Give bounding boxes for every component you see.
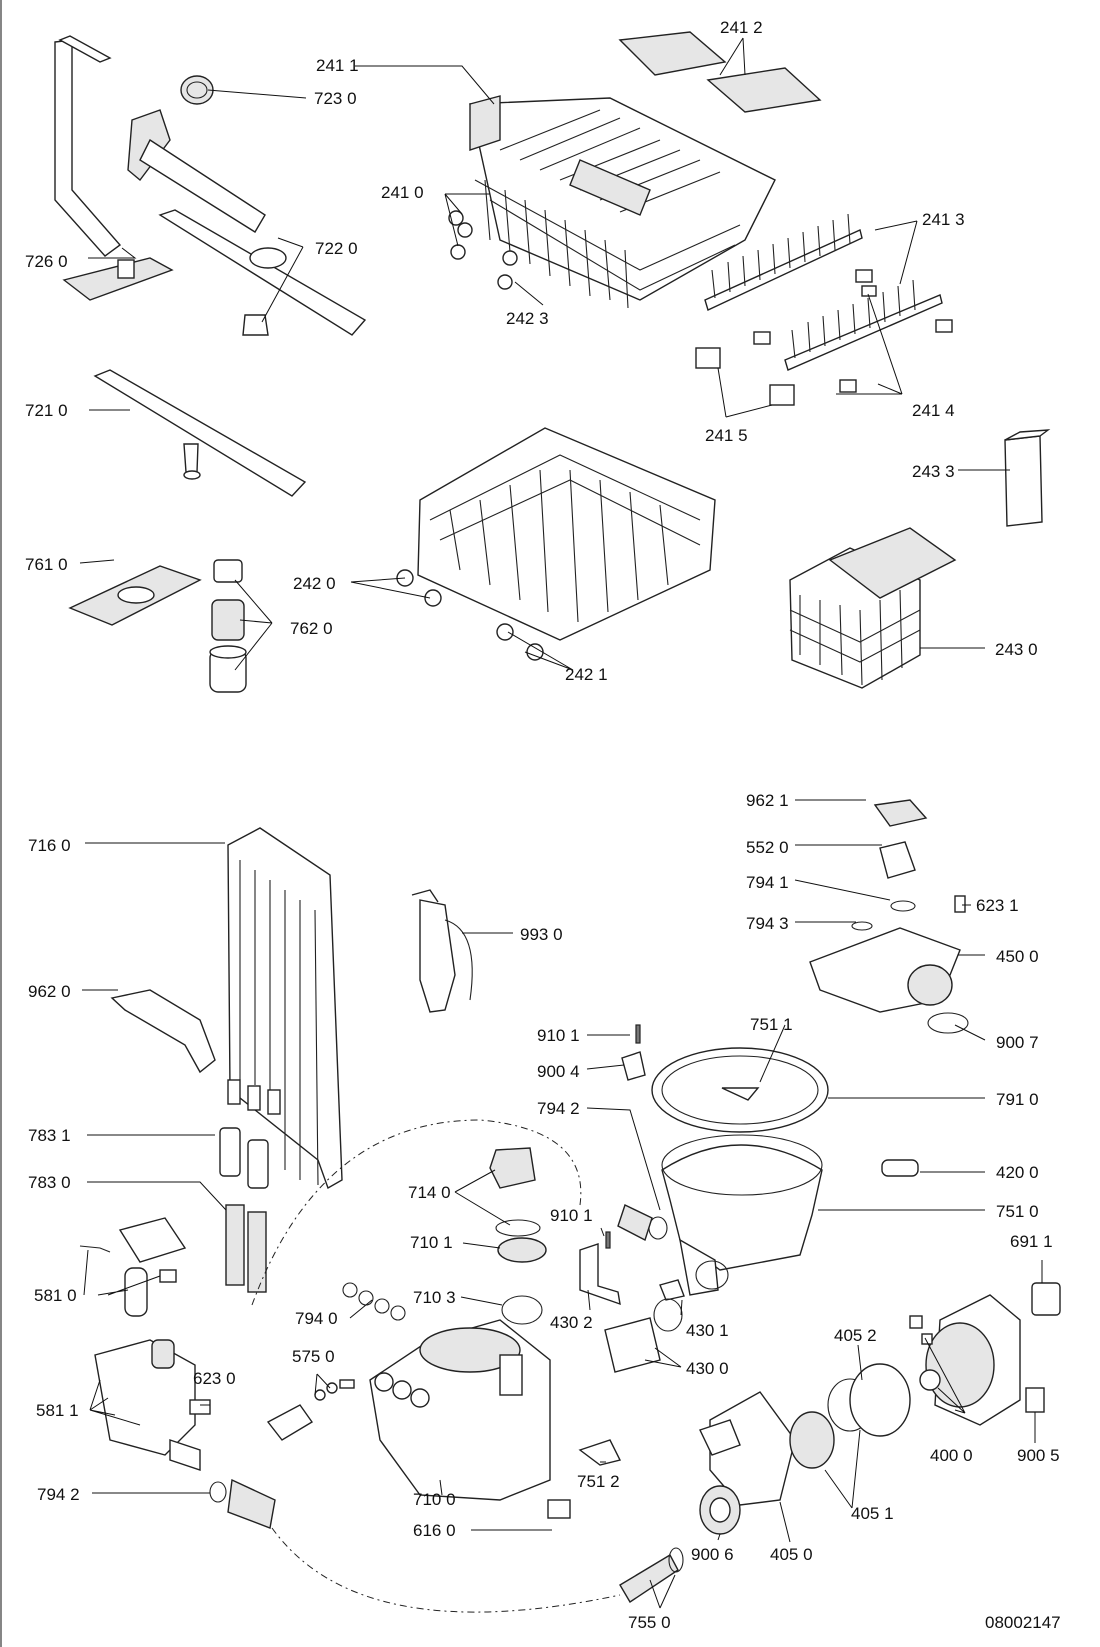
cutlery-cup [1004, 429, 1051, 527]
cylinder-filter-set [209, 559, 247, 693]
label-714-0: 714 0 [408, 1183, 451, 1202]
tine-racks [695, 213, 953, 406]
label-726-0: 726 0 [25, 252, 68, 271]
filter-cap [180, 75, 214, 105]
label-794-2-top: 794 2 [537, 1099, 580, 1118]
pump-motor [909, 1282, 1061, 1426]
label-616-0: 616 0 [413, 1521, 456, 1540]
label-910-1-mid: 910 1 [550, 1206, 593, 1225]
label-242-1: 242 1 [565, 665, 608, 684]
label-430-0: 430 0 [686, 1359, 729, 1378]
label-794-2-bottom: 794 2 [37, 1485, 80, 1504]
label-900-4: 900 4 [537, 1062, 580, 1081]
cover-962 [110, 989, 216, 1074]
label-430-2: 430 2 [550, 1313, 593, 1332]
label-900-6: 900 6 [691, 1545, 734, 1564]
label-405-2: 405 2 [834, 1326, 877, 1345]
drain-valve-set [579, 1243, 685, 1373]
label-420-0: 420 0 [996, 1163, 1039, 1182]
label-241-1: 241 1 [316, 56, 359, 75]
water-inlet-assembly [94, 1339, 211, 1471]
label-783-0: 783 0 [28, 1173, 71, 1192]
water-supply-manifold [227, 827, 343, 1190]
label-910-1-top: 910 1 [537, 1026, 580, 1045]
bracket-616 [547, 1499, 571, 1519]
salt-funnel [411, 889, 473, 1013]
label-794-3: 794 3 [746, 914, 789, 933]
label-762-0: 762 0 [290, 619, 333, 638]
label-794-0: 794 0 [295, 1309, 338, 1328]
label-241-3: 241 3 [922, 210, 965, 229]
label-405-1: 405 1 [851, 1504, 894, 1523]
label-751-0: 751 0 [996, 1202, 1039, 1221]
lower-spray-arm [93, 369, 307, 497]
label-241-4: 241 4 [912, 401, 955, 420]
sump-body [369, 1319, 551, 1501]
clip-751-2 [578, 1439, 622, 1466]
label-722-0: 722 0 [315, 239, 358, 258]
upper-spray-pipe [54, 35, 174, 301]
label-751-2: 751 2 [577, 1472, 620, 1491]
label-400-0: 400 0 [930, 1446, 973, 1465]
sump-nut-and-seals [489, 1147, 547, 1325]
label-794-1: 794 1 [746, 873, 789, 892]
label-755-0: 755 0 [628, 1613, 671, 1632]
label-710-3: 710 3 [413, 1288, 456, 1307]
label-623-1: 623 1 [976, 896, 1019, 915]
upper-spray-arm-assembly [127, 109, 367, 336]
assembly-path-lower [271, 1527, 621, 1613]
label-430-1: 430 1 [686, 1321, 729, 1340]
label-791-0: 791 0 [996, 1090, 1039, 1109]
circulation-pump [699, 1363, 911, 1535]
label-900-7: 900 7 [996, 1033, 1039, 1052]
label-242-0: 242 0 [293, 574, 336, 593]
flat-filter [68, 565, 202, 626]
label-783-1: 783 1 [28, 1126, 71, 1145]
label-241-0: 241 0 [381, 183, 424, 202]
label-716-0: 716 0 [28, 836, 71, 855]
label-243-3: 243 3 [912, 462, 955, 481]
assembly-path-upper [251, 1119, 582, 1306]
sump-housing [605, 1047, 829, 1296]
label-962-0: 962 0 [28, 982, 71, 1001]
label-993-0: 993 0 [520, 925, 563, 944]
label-900-5: 900 5 [1017, 1446, 1060, 1465]
cup-racks [618, 31, 822, 113]
label-241-2: 241 2 [720, 18, 763, 37]
label-241-5: 241 5 [705, 426, 748, 445]
label-721-0: 721 0 [25, 401, 68, 420]
label-575-0: 575 0 [292, 1347, 335, 1366]
label-751-1: 751 1 [750, 1015, 793, 1034]
upper-basket [448, 95, 776, 309]
label-723-0: 723 0 [314, 89, 357, 108]
distributor-valve-group [809, 799, 969, 1034]
label-710-1: 710 1 [410, 1233, 453, 1252]
drain-hose [209, 1478, 684, 1603]
leader-lines [79, 37, 1043, 1609]
label-761-0: 761 0 [25, 555, 68, 574]
label-710-0: 710 0 [413, 1490, 456, 1509]
label-450-0: 450 0 [996, 947, 1039, 966]
drawing-number: 08002147 [985, 1613, 1061, 1632]
label-243-0: 243 0 [995, 640, 1038, 659]
screw-and-holder [621, 1024, 646, 1081]
cutlery-basket [789, 527, 957, 689]
label-552-0: 552 0 [746, 838, 789, 857]
level-switch [79, 1217, 187, 1317]
hose-pieces [219, 1127, 269, 1293]
label-623-0: 623 0 [193, 1369, 236, 1388]
label-962-1: 962 1 [746, 791, 789, 810]
label-581-1: 581 1 [36, 1401, 79, 1420]
label-691-1: 691 1 [1010, 1232, 1053, 1251]
label-581-0: 581 0 [34, 1286, 77, 1305]
pin-420 [881, 1159, 919, 1177]
o-ring-set [342, 1282, 406, 1321]
lower-basket [396, 427, 716, 661]
label-242-3: 242 3 [506, 309, 549, 328]
label-405-0: 405 0 [770, 1545, 813, 1564]
temperature-sensor [266, 1379, 355, 1441]
